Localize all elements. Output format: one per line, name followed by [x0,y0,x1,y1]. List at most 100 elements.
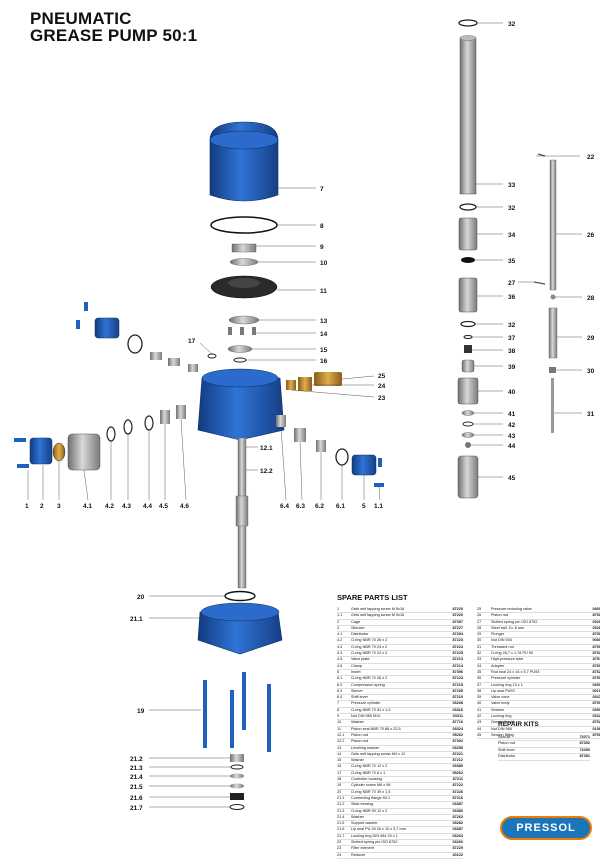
part-no: 9 [337,714,340,719]
callout: 42 [508,422,516,429]
callout: 21.4 [130,774,143,781]
callout: 22 [587,154,595,161]
part-no: 40 [477,701,482,706]
callout: 29 [587,335,595,342]
part-no: 4.3 [337,644,343,649]
part-name: Adapter [491,663,505,668]
part-code: 03501 [592,682,600,687]
part-code: 03387 [452,827,463,832]
callout: 6.3 [296,503,305,510]
title-line-2: GREASE PUMP 50:1 [30,26,198,45]
part-name: Pressure cylinder [491,676,521,681]
part-name: Washer [351,814,364,819]
spare-parts-title: SPARE PARTS LIST [337,593,408,602]
distributor-assembly [14,302,198,471]
spare-part-row: 34Adapter87507 [477,664,600,670]
callout: 20 [137,594,145,601]
callout: 15 [320,347,328,354]
callout: 1.1 [374,503,383,510]
callout: 16 [320,358,328,365]
part-code: 87509 [592,644,600,649]
page-title: PNEUMATIC GREASE PUMP 50:1 [30,10,197,44]
callout: 4.5 [159,503,168,510]
repair-kits-title: REPAIR KITS [498,721,539,728]
callout: 8 [320,223,324,230]
part-code: 04698 [592,607,600,611]
callout: 33 [508,182,516,189]
spare-part-row: 7 Pressure cylinder 03268 [337,701,463,708]
part-name: Distributor [351,632,369,637]
part-no: 21.2 [337,802,345,807]
callout: 12.1 [260,445,273,452]
part-name: Compression spring [351,682,385,687]
connecting-flange-assembly [197,590,283,810]
callout: 35 [508,258,516,265]
spare-part-row: 41Strainer03503 [477,707,600,715]
part-code: 87210 [452,695,463,700]
callout: 21.2 [130,756,143,763]
callout: 26 [587,232,595,239]
part-code: 05262 [452,770,463,775]
part-name: Slotted spring pin ISO 8752 [491,619,538,624]
part-no: 21.6 [337,827,345,832]
callout: 6.4 [280,503,289,510]
part-code: 87211 [452,777,463,782]
callout: 32 [508,205,516,212]
part-code: 03268 [452,701,463,706]
part-name: O-ring NBR 70 24 x 2 [351,644,388,649]
part-no: 4.2 [337,638,343,643]
part-no: 30 [477,638,482,643]
part-name: Locking ring [491,714,512,719]
reducer [298,377,312,391]
callout: 9 [320,244,324,251]
part-code: 87506 [592,676,600,681]
part-code: 87302 [452,739,463,744]
part-no: 14 [337,751,342,756]
part-no: 22 [337,839,342,844]
part-no: 7 [337,701,340,706]
part-name: Shift lever [498,747,515,752]
leader-lines [27,22,582,808]
part-no: 45 [477,732,482,737]
o-ring-32 [459,203,477,211]
part-code: 87214 [452,663,463,668]
part-no: 25 [477,607,482,611]
part-code: 03503 [592,707,600,712]
part-name: Filter element [351,846,375,851]
part-code: 87209 [452,688,463,693]
callout: 25 [378,373,386,380]
callout: 13 [320,318,328,325]
callout-labels: 32 22 33 32 26 34 35 27 28 36 32 37 29 3… [25,21,595,812]
part-name: O-ring NBR 70 39 x 1,5 [351,789,391,794]
title-line-1: PNEUMATIC [30,9,132,28]
part-code: 87526 [592,720,600,725]
part-name: Piston rod [491,613,509,618]
part-code: 03282 [452,821,463,826]
part-name: Locking ring DIN 984 20 x 1 [351,833,398,838]
part-no: 15 [337,758,342,763]
part-name: Threaded rod [491,644,514,649]
part-code: 87220 [452,607,463,611]
callout: 39 [508,364,516,371]
part-name: Pressure cylinder [351,701,381,706]
part-code: 00152 [592,688,600,693]
part-name: Section fitting [491,732,514,737]
part-name: Insert [351,669,361,674]
part-name: O-ring NBR 70 26 x 2 [351,638,388,643]
callout: 43 [508,433,516,440]
part-name: Sleeve [351,688,363,693]
